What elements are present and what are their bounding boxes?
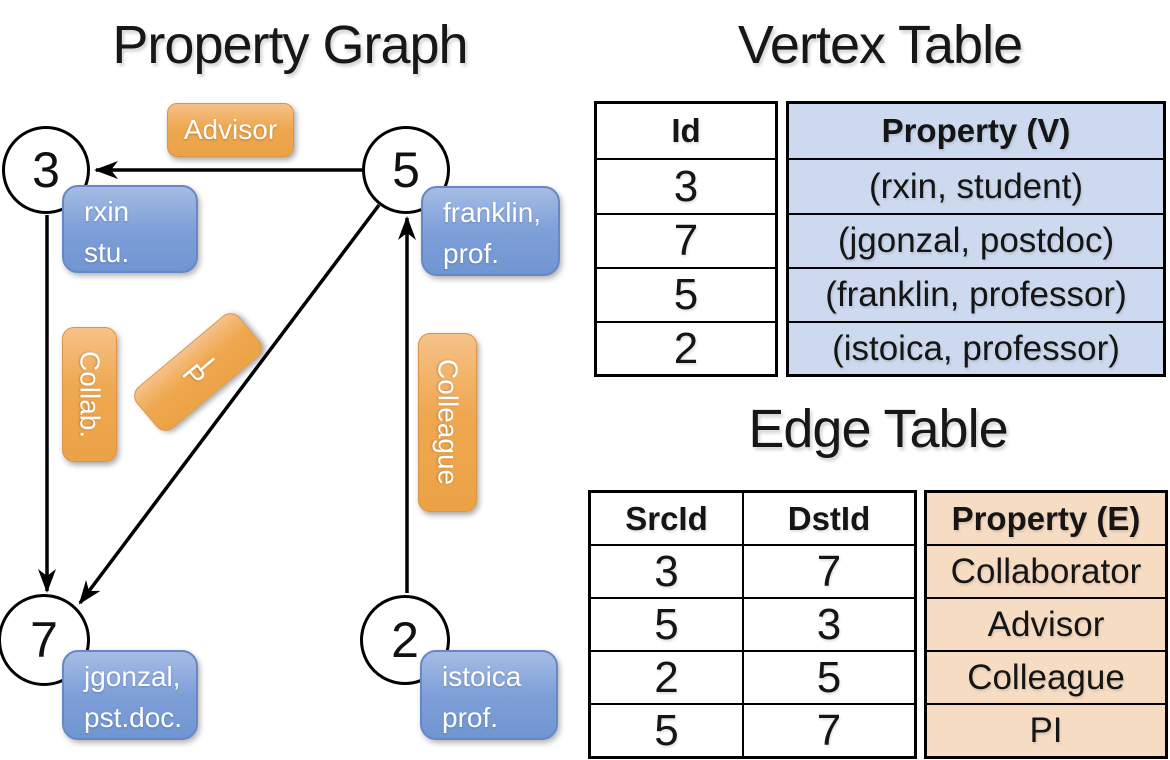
graph-edges-svg — [38, 161, 416, 605]
vertex-table-id-column: Id 3 7 5 2 — [594, 101, 778, 377]
vertex-label-jgonzal: jgonzal, pst.doc. — [62, 650, 198, 740]
edge-table-cell-src: 3 — [591, 544, 742, 597]
vertex-table-cell-property: (jgonzal, postdoc) — [789, 213, 1163, 267]
vertex-table-header-property: Property (V) — [881, 112, 1071, 149]
edge-line-pi-5-7 — [78, 203, 381, 605]
edge-label-collab-text: Collab. — [74, 350, 106, 439]
edge-table-cell-dst: 5 — [742, 650, 914, 703]
edge-label-collab: Collab. — [62, 327, 117, 462]
edge-table-cell-property: Collaborator — [927, 544, 1165, 597]
graph-node-2: 2 — [360, 595, 450, 685]
edge-table-cell-property: Advisor — [927, 597, 1165, 650]
vertex-label-franklin-line2: prof. — [443, 238, 500, 269]
vertex-table-cell-property: (rxin, student) — [789, 158, 1163, 213]
edge-table-cell-dst: 7 — [742, 544, 914, 597]
vertex-label-jgonzal-line2: pst.doc. — [84, 702, 183, 733]
edge-table-src-dst-columns: SrcId DstId 3 7 5 3 2 5 5 7 — [588, 490, 917, 759]
vertex-label-jgonzal-line1: jgonzal, — [84, 661, 181, 692]
edge-table-header-srcid: SrcId — [625, 499, 708, 537]
vertex-label-istoica-line1: istoica — [442, 661, 522, 692]
vertex-label-rxin-line1: rxin — [84, 196, 130, 227]
vertex-table-cell-id: 3 — [597, 158, 775, 213]
edge-table-header-property: Property (E) — [951, 499, 1141, 537]
vertex-label-franklin-line1: franklin, — [443, 197, 542, 228]
property-graph-title: Property Graph — [112, 15, 468, 75]
vertex-label-istoica: istoica prof. — [420, 650, 558, 740]
edge-table-cell-src: 2 — [591, 650, 742, 703]
vertex-table-header-id: Id — [671, 112, 701, 149]
graph-node-5: 5 — [362, 126, 450, 214]
edge-table-property-column: Property (E) Collaborator Advisor Collea… — [924, 490, 1168, 759]
edge-table-cell-src: 5 — [591, 597, 742, 650]
edge-table-cell-property: Colleague — [927, 650, 1165, 703]
edge-table-cell-dst: 7 — [742, 703, 914, 756]
edge-label-advisor: Advisor — [167, 103, 294, 157]
vertex-table-cell-id: 7 — [597, 213, 775, 267]
edge-table-header-dstid: DstId — [742, 493, 914, 544]
edge-table-cell-property: PI — [927, 703, 1165, 756]
vertex-table-cell-property: (franklin, professor) — [789, 267, 1163, 321]
vertex-table-cell-id: 5 — [597, 267, 775, 321]
vertex-label-rxin: rxin stu. — [62, 185, 198, 273]
vertex-label-rxin-line2: stu. — [84, 237, 130, 268]
edge-table-title: Edge Table — [748, 399, 1008, 459]
edge-table-cell-src: 5 — [591, 703, 742, 756]
vertex-table-cell-property: (istoica, professor) — [789, 321, 1163, 374]
edge-label-colleague-text: Colleague — [432, 359, 464, 486]
vertex-table-title: Vertex Table — [737, 15, 1023, 75]
vertex-table-cell-id: 2 — [597, 321, 775, 374]
edge-table-cell-dst: 3 — [742, 597, 914, 650]
vertex-label-istoica-line2: prof. — [442, 702, 499, 733]
edge-label-colleague: Colleague — [418, 333, 477, 512]
vertex-label-franklin: franklin, prof. — [421, 186, 560, 276]
vertex-table-property-column: Property (V) (rxin, student) (jgonzal, p… — [786, 101, 1166, 377]
